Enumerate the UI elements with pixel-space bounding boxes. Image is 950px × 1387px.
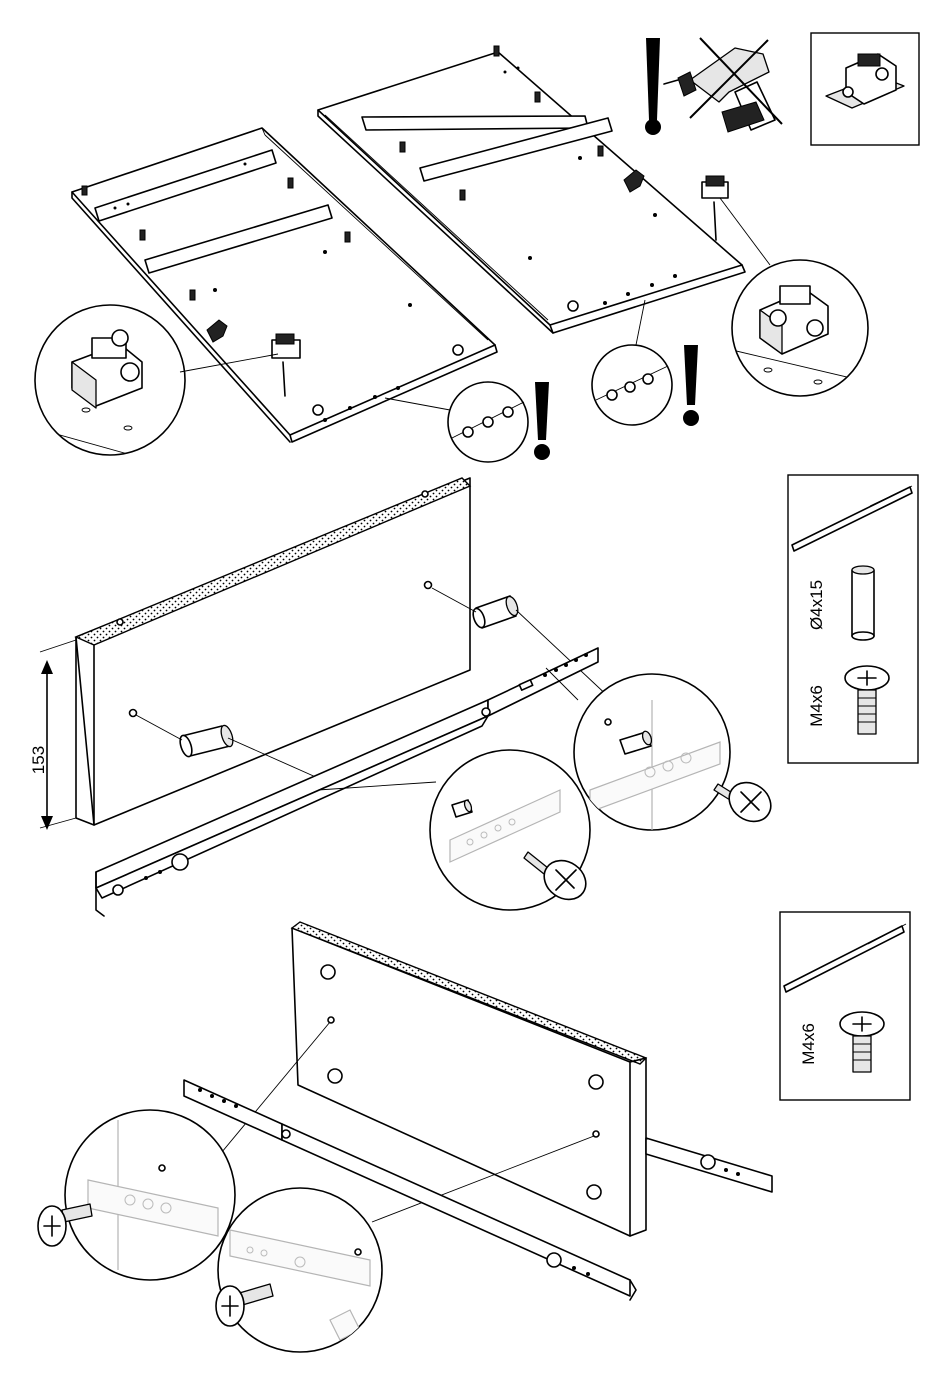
detail-screw-fixing-3 [38, 1110, 235, 1280]
exclamation-icon [534, 382, 550, 460]
screw-size-label-bottom: M4x6 [799, 1023, 818, 1065]
detail-screw-fixing-4 [216, 1188, 382, 1352]
parts-box-runner-screw [780, 912, 910, 1100]
runner-clip-part-box [811, 33, 919, 145]
detail-side-holes-left [385, 382, 528, 462]
dowel-icon [852, 566, 874, 640]
dimension-label-153: 153 [29, 746, 48, 774]
exclamation-icon [645, 38, 661, 135]
screw-size-label: M4x6 [807, 685, 826, 727]
drawer-runner-clip-right [702, 176, 728, 240]
height-dimension [40, 640, 76, 830]
power-drill-icon [664, 48, 775, 132]
dowel-size-label: Ø4x15 [807, 580, 826, 630]
detail-screw-fixing-1 [430, 750, 593, 910]
drawer-back-panel [292, 922, 646, 1236]
detail-side-holes-right [592, 300, 672, 425]
drawer-front-panel [76, 478, 470, 825]
exclamation-icon [683, 345, 699, 426]
detail-runner-clip-right [720, 198, 868, 396]
